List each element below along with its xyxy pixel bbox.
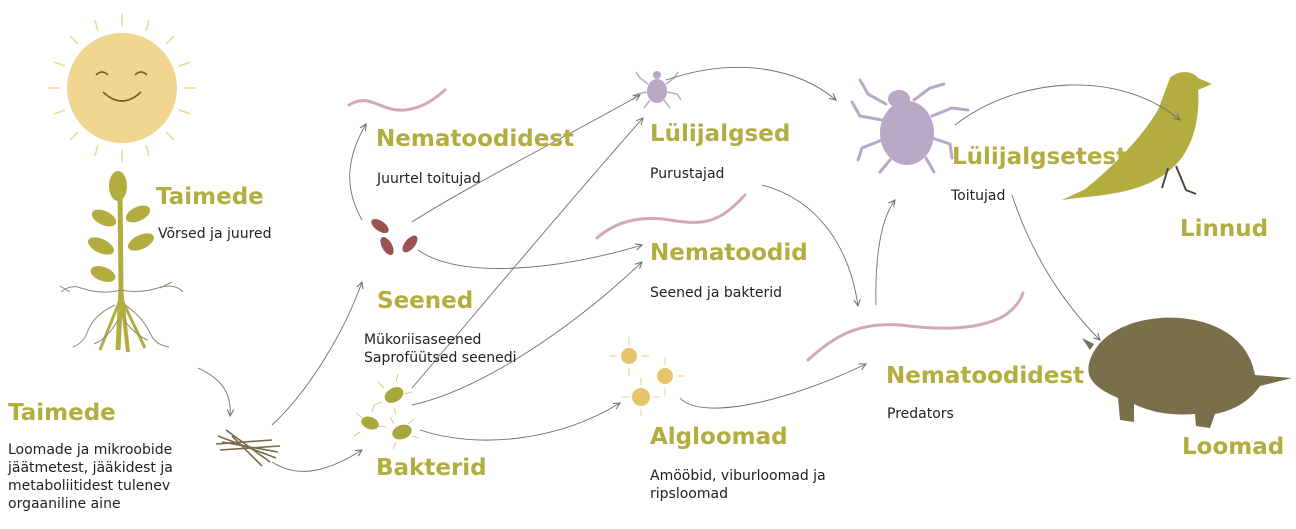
sun-icon (48, 14, 196, 162)
nematode-icon (808, 293, 1023, 360)
protozoa-description: Amööbid, viburloomad ja ripsloomad (650, 467, 826, 503)
arrow (350, 124, 366, 220)
arrow (666, 67, 836, 100)
arrow (272, 450, 362, 471)
arrow (955, 85, 1180, 125)
organic-matter-title: Taimede (8, 400, 116, 426)
arrow (1012, 195, 1100, 340)
bird-icon (1062, 72, 1212, 200)
root-nematodes-subtitle: Juurtel toitujad (377, 170, 481, 188)
animals-title: Loomad (1182, 434, 1284, 460)
arrow (420, 403, 620, 440)
fungal-nematodes-subtitle: Seened ja bakterid (650, 284, 782, 302)
bacteria-title: Bakterid (376, 455, 487, 481)
fungi-icon (369, 216, 420, 257)
arrow (272, 282, 362, 425)
arrow (680, 364, 866, 408)
fungi-description: Mükoriisaseened Saprofüütsed seenedi (364, 331, 517, 367)
fungal-nematodes-title: Nematoodid (650, 240, 808, 266)
protozoa-icon (609, 337, 685, 416)
arrow (198, 368, 230, 416)
birds-title: Linnud (1180, 216, 1268, 242)
nematode-icon (349, 90, 445, 110)
mite-icon (633, 71, 681, 108)
organic-matter-icon (216, 430, 280, 466)
arrow (412, 95, 640, 222)
arrow (876, 200, 895, 305)
bacteria-icon (354, 374, 419, 449)
predatory-arthropods-title: Lülijalgsetest (952, 144, 1127, 170)
fungi-title: Seened (377, 288, 473, 314)
plants-subtitle: Võrsed ja juured (158, 225, 272, 243)
predatory-nematodes-subtitle: Predators (887, 405, 954, 423)
shredder-arthropods-subtitle: Purustajad (650, 165, 724, 183)
plants-title: Taimede (156, 184, 264, 210)
mole-icon (1082, 318, 1292, 428)
mite-icon (852, 80, 968, 172)
nematode-icon (597, 195, 745, 238)
organic-matter-description: Loomade ja mikroobide jäätmetest, jääkid… (8, 441, 173, 513)
shredder-arthropods-title: Lülijalgsed (650, 121, 790, 147)
root-nematodes-title: Nematoodidest (376, 126, 574, 152)
protozoa-title: Algloomad (650, 424, 788, 450)
predatory-nematodes-title: Nematoodidest (886, 363, 1084, 389)
predatory-arthropods-subtitle: Toitujad (951, 187, 1005, 205)
